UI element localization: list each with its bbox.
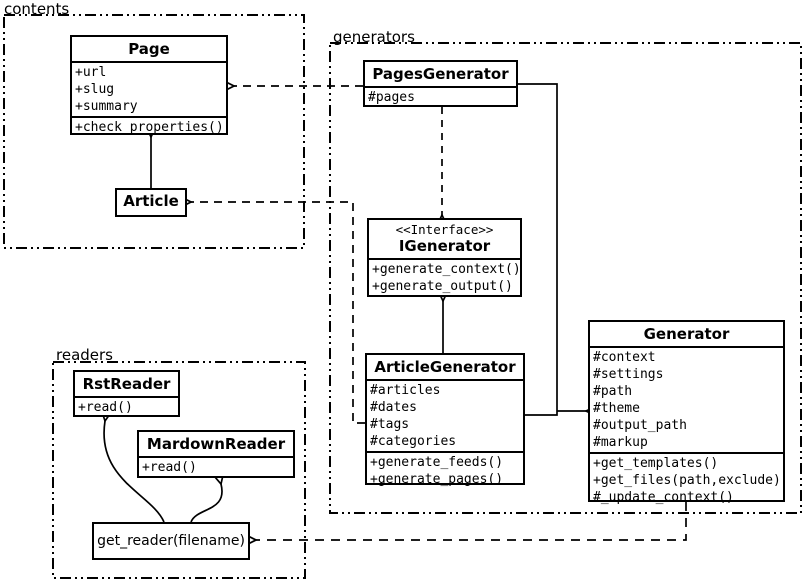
class-mardownreader-title: MardownReader [146,435,286,453]
attribute-line: #tags [370,417,410,432]
attribute-line: +slug [75,82,115,97]
class-mardownreader: MardownReader +read() [137,430,295,478]
method-line: +get_templates() [593,456,719,471]
class-rstreader-methods: +read() [75,396,178,417]
class-page: Page +url +slug +summary +check_properti… [70,35,228,135]
class-articlegenerator: ArticleGenerator #articles #dates #tags … [365,353,525,487]
class-generator-title: Generator [643,325,730,343]
attribute-line: #context [593,350,656,365]
method-line: +generate_output() [372,279,513,294]
dependency-articlegenerator-article [191,202,365,424]
generalization-pagesgenerator-generator-branch [518,83,558,411]
method-line: +generate_context() [372,262,521,277]
class-generator: Generator #context #settings #path #them… [588,320,785,505]
function-get-reader-label: get_reader(filename) [97,533,245,549]
class-igenerator-title: IGenerator [398,237,491,255]
method-line: #_update_context() [593,490,734,505]
attribute-line: #dates [370,400,417,415]
class-mardownreader-methods: +read() [139,456,293,477]
class-pagesgenerator-title: PagesGenerator [372,65,509,83]
class-generator-methods: +get_templates() +get_files(path,exclude… [590,452,783,507]
method-line: +generate_feeds() [370,455,504,470]
attribute-line: #path [593,384,633,399]
dependency-generator-getreader [256,502,687,540]
class-rstreader: RstReader +read() [73,370,180,417]
method-line: +check_properties() [75,120,224,135]
class-article: Article [115,188,187,217]
class-page-attributes: +url +slug +summary [72,61,226,116]
class-articlegenerator-methods: +generate_feeds() +generate_pages() [367,451,523,489]
attribute-line: #settings [593,367,664,382]
method-line: +read() [78,400,133,415]
method-line: +read() [142,460,197,475]
class-igenerator-methods: +generate_context() +generate_output() [369,258,521,296]
call-getreader-rstreader [104,421,165,523]
class-articlegenerator-title: ArticleGenerator [374,358,516,376]
attribute-line: +summary [75,99,138,114]
function-get-reader: get_reader(filename) [92,522,250,560]
attribute-line: #markup [593,435,648,450]
package-border-readers [52,361,306,579]
method-line: +generate_pages() [370,472,504,487]
attribute-line: +url [75,65,107,80]
call-getreader-mardownreader [190,484,222,523]
attribute-line: #output_path [593,418,687,433]
package-label-readers: readers [56,346,113,364]
attribute-line: #articles [370,383,441,398]
class-pagesgenerator: PagesGenerator #pages [363,60,518,107]
generalization-articlegenerator-generator-branch [525,411,558,416]
package-label-contents: contents [4,0,70,18]
class-generator-attributes: #context #settings #path #theme #output_… [590,346,783,452]
package-border-contents [3,14,305,249]
class-rstreader-title: RstReader [82,375,171,393]
attribute-line: #theme [593,401,640,416]
class-igenerator-stereotype: <<Interface>> [395,222,494,237]
class-igenerator: <<Interface>> IGenerator +generate_conte… [367,218,522,297]
class-page-title: Page [128,40,170,58]
class-page-methods: +check_properties() [72,116,226,137]
method-line: +get_files(path,exclude) [593,473,781,488]
package-label-generators: generators [333,28,415,46]
class-articlegenerator-attributes: #articles #dates #tags #categories [367,379,523,451]
package-border-generators [329,42,802,514]
class-pagesgenerator-attributes: #pages [365,86,516,107]
class-article-title: Article [123,192,179,210]
attribute-line: #pages [368,90,415,105]
attribute-line: #categories [370,434,457,449]
